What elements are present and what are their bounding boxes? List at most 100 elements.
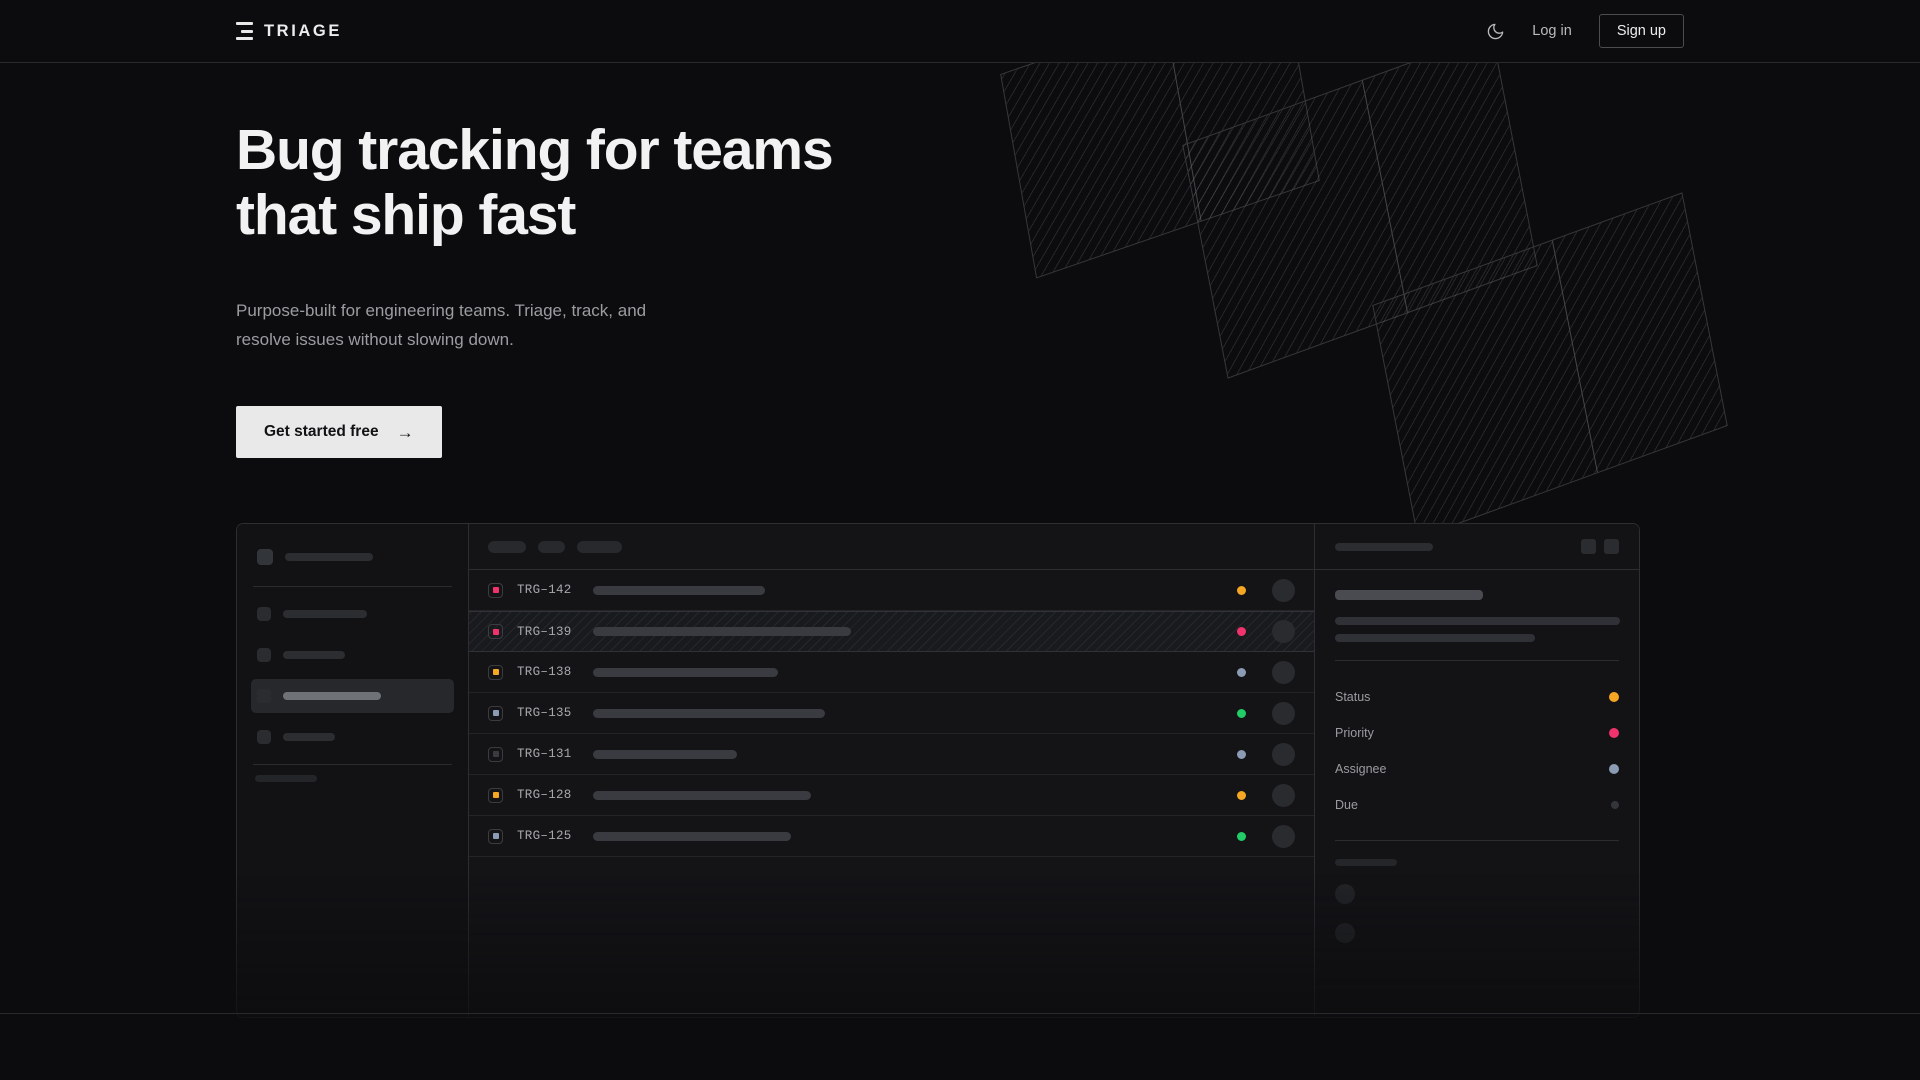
sidebar-item-icon	[257, 730, 271, 744]
mock-issue-row[interactable]: TRG–139	[469, 611, 1314, 652]
priority-indicator-icon	[488, 664, 503, 680]
assignee-avatar	[1272, 620, 1295, 643]
detail-field-status[interactable]: Status	[1335, 679, 1619, 715]
mock-detail-header	[1315, 524, 1639, 570]
arrow-right-icon: →	[396, 422, 414, 442]
mock-filter-chip-1[interactable]	[488, 540, 526, 553]
status-dot-icon	[1237, 708, 1246, 718]
detail-title-skeleton	[1335, 542, 1433, 551]
detail-desc-line-1	[1335, 617, 1620, 625]
priority-indicator-icon	[488, 705, 503, 721]
activity-avatar-1	[1335, 884, 1355, 904]
detail-divider-2	[1335, 840, 1619, 841]
mock-sidebar-sub-item-3[interactable]	[251, 838, 454, 858]
detail-activity-label-skeleton	[1335, 859, 1397, 866]
detail-field-value-dot	[1609, 692, 1619, 702]
issue-id: TRG–128	[517, 788, 572, 802]
detail-action-button-1[interactable]	[1581, 539, 1596, 554]
detail-field-value-dot	[1609, 728, 1619, 738]
detail-field-due[interactable]: Due	[1335, 787, 1619, 823]
mock-issue-row[interactable]: TRG–128	[469, 775, 1314, 816]
status-dot-icon	[1237, 790, 1246, 800]
priority-indicator-icon	[488, 746, 503, 762]
issue-title-skeleton	[593, 749, 737, 759]
sidebar-section-label-skeleton	[255, 775, 317, 782]
moon-icon[interactable]	[1486, 22, 1505, 41]
status-dot-icon	[1237, 831, 1246, 841]
mock-sidebar-item-4[interactable]	[251, 720, 454, 754]
mock-filter-chip-3[interactable]	[577, 540, 622, 553]
mock-sidebar-item-3[interactable]	[251, 679, 454, 713]
issue-id: TRG–125	[517, 829, 572, 843]
mock-filter-chip-2[interactable]	[538, 540, 565, 553]
mock-workspace-switcher[interactable]	[251, 538, 454, 576]
mock-issue-row[interactable]: TRG–131	[469, 734, 1314, 775]
mock-sidebar-sublist	[251, 798, 454, 858]
detail-action-button-2[interactable]	[1604, 539, 1619, 554]
assignee-avatar	[1272, 824, 1295, 848]
priority-indicator-icon	[488, 828, 503, 844]
hero-subheading: Purpose-built for engineering teams. Tri…	[236, 301, 647, 349]
sidebar-item-icon	[257, 648, 271, 662]
decor-panel-2	[1182, 63, 1538, 379]
login-link[interactable]: Log in	[1532, 23, 1572, 39]
status-dot-icon	[1237, 585, 1246, 595]
assignee-avatar	[1272, 783, 1295, 807]
sidebar-item-label-skeleton	[283, 610, 367, 618]
decor-panel-3	[1372, 192, 1728, 539]
mock-sidebar-item-1[interactable]	[251, 597, 454, 631]
detail-field-priority[interactable]: Priority	[1335, 715, 1619, 751]
sidebar-item-icon	[257, 607, 271, 621]
decor-panel-1	[1000, 63, 1320, 279]
assignee-avatar	[1272, 660, 1295, 684]
issue-title-skeleton	[593, 585, 765, 595]
issue-id: TRG–135	[517, 706, 572, 720]
detail-desc-line-2	[1335, 634, 1535, 642]
mock-issue-row[interactable]: TRG–125	[469, 816, 1314, 857]
mock-issue-row[interactable]: TRG–138	[469, 652, 1314, 693]
issue-title-skeleton	[593, 667, 778, 677]
assignee-avatar	[1272, 701, 1295, 725]
issue-title-skeleton	[593, 790, 811, 800]
issue-id: TRG–142	[517, 583, 572, 597]
mock-sidebar-sub-item-1[interactable]	[251, 798, 454, 818]
detail-field-label: Due	[1335, 798, 1358, 812]
mock-sidebar-nav	[251, 597, 454, 754]
priority-indicator-icon	[488, 787, 503, 803]
assignee-avatar	[1272, 578, 1295, 602]
mock-issue-row[interactable]: TRG–135	[469, 693, 1314, 734]
get-started-button[interactable]: Get started free →	[236, 406, 442, 458]
signup-button[interactable]: Sign up	[1598, 14, 1684, 48]
detail-issue-title-skeleton	[1335, 590, 1483, 600]
priority-indicator-icon	[488, 624, 503, 639]
issue-title-skeleton	[593, 831, 791, 841]
issue-title-skeleton	[593, 708, 825, 718]
assignee-avatar	[1272, 742, 1295, 766]
mock-issue-row[interactable]: TRG–142	[469, 570, 1314, 611]
brand-logo[interactable]: TRIAGE	[236, 22, 342, 41]
issue-title-skeleton	[593, 627, 851, 636]
detail-field-assignee[interactable]: Assignee	[1335, 751, 1619, 787]
hero-heading: Bug tracking for teams that ship fast	[236, 118, 834, 247]
site-header: TRIAGE Log in Sign up	[0, 0, 1920, 63]
mock-sidebar-sub-item-2[interactable]	[251, 818, 454, 838]
stacked-bars-logo-icon	[236, 22, 253, 40]
section-divider	[0, 1013, 1920, 1014]
status-dot-icon	[1237, 667, 1246, 677]
get-started-label: Get started free	[264, 423, 379, 440]
sidebar-item-label-skeleton	[283, 692, 381, 700]
detail-field-value-dot	[1611, 801, 1619, 809]
mock-sidebar	[237, 524, 469, 1017]
workspace-avatar-icon	[257, 549, 273, 565]
detail-field-value-dot	[1609, 764, 1619, 774]
hero-section: Bug tracking for teams that ship fast Pu…	[236, 118, 834, 458]
detail-field-label: Status	[1335, 690, 1371, 704]
detail-field-label: Priority	[1335, 726, 1374, 740]
mock-sidebar-item-2[interactable]	[251, 638, 454, 672]
